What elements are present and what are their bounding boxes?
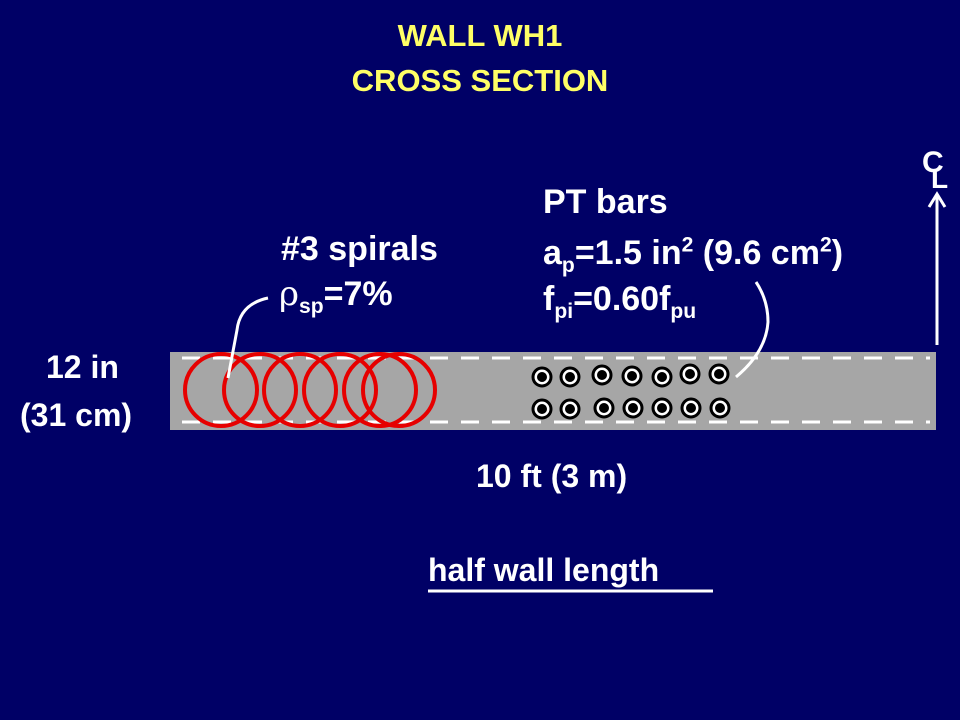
pt-bar-bot-3 bbox=[593, 397, 615, 419]
spirals-ratio: ρsp=7% bbox=[279, 274, 393, 318]
centerline-arrow-head bbox=[927, 191, 947, 208]
spiral-2 bbox=[222, 352, 298, 428]
pt-bar-bot-7 bbox=[709, 397, 731, 419]
pt-bar-top-5 bbox=[651, 366, 673, 388]
pt-bar-bot-5 bbox=[651, 397, 673, 419]
spiral-4 bbox=[302, 352, 378, 428]
pt-bars-stress: fpi=0.60fpu bbox=[543, 280, 697, 323]
pt-bars bbox=[531, 363, 731, 420]
pt-bar-leader-line bbox=[735, 281, 770, 379]
pt-bars-area: ap=1.5 in2 (9.6 cm2) bbox=[543, 233, 844, 277]
pt-bar-bot-4 bbox=[622, 397, 644, 419]
spirals bbox=[183, 352, 437, 428]
pt-bar-top-4 bbox=[621, 365, 643, 387]
pt-bar-top-2 bbox=[559, 366, 581, 388]
pt-bar-bot-2 bbox=[559, 398, 581, 420]
pt-bar-top-3 bbox=[591, 364, 613, 386]
pt-bar-top-6 bbox=[679, 363, 701, 385]
pt-bars-heading: PT bars bbox=[543, 183, 668, 221]
spiral-1 bbox=[183, 352, 259, 428]
caption: half wall length bbox=[428, 552, 660, 588]
spiral-3 bbox=[262, 352, 338, 428]
title-line-2: CROSS SECTION bbox=[351, 63, 609, 98]
length-dimension: 10 ft (3 m) bbox=[476, 458, 628, 494]
centerline-symbol-c: C bbox=[922, 146, 944, 179]
spiral-leader-line bbox=[226, 296, 269, 379]
pt-bar-top-1 bbox=[531, 366, 553, 388]
spiral-6 bbox=[361, 352, 437, 428]
spirals-heading: #3 spirals bbox=[281, 230, 438, 268]
pt-bar-bot-1 bbox=[531, 398, 553, 420]
thickness-metric: (31 cm) bbox=[20, 397, 133, 433]
centerline-symbol-l: L bbox=[931, 163, 949, 194]
pt-bar-top-7 bbox=[708, 363, 730, 385]
spiral-5 bbox=[342, 352, 418, 428]
thickness-imperial: 12 in bbox=[46, 349, 119, 385]
title-line-1: WALL WH1 bbox=[397, 18, 563, 53]
pt-bar-bot-6 bbox=[680, 397, 702, 419]
